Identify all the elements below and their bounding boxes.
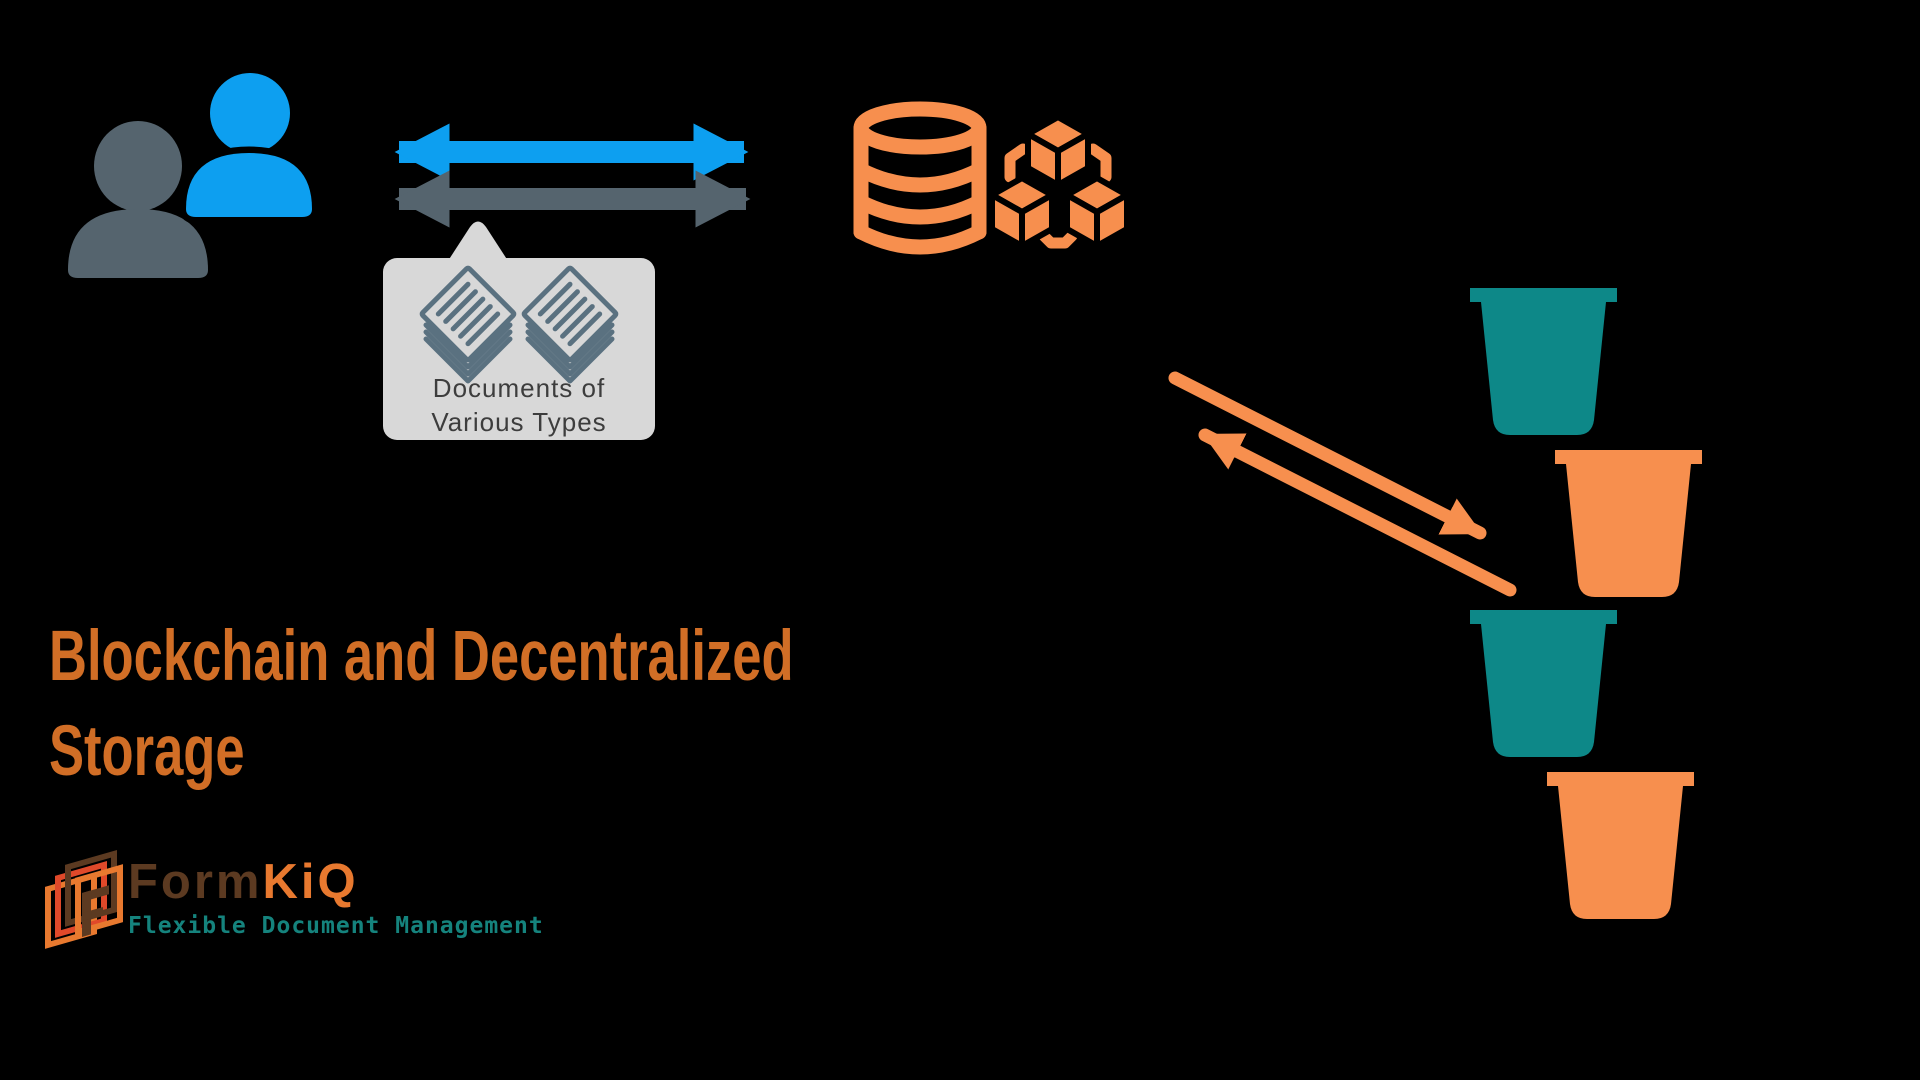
title-line-1: Blockchain and Decentralized	[49, 617, 794, 696]
callout-bubble	[383, 221, 655, 440]
brand-name-accent: KiQ	[262, 855, 359, 909]
callout-label: Documents of Various Types	[383, 371, 655, 439]
storage-bucket-orange-1	[1555, 450, 1702, 597]
user-gray-icon	[68, 121, 208, 278]
logo-letter-f	[82, 885, 109, 937]
title-line-2: Storage	[49, 712, 245, 791]
brand-tagline: Flexible Document Management	[128, 913, 544, 939]
storage-bucket-orange-2	[1547, 772, 1694, 919]
formkiq-logo-icon	[45, 849, 123, 949]
brand-name-primary: Form	[128, 855, 263, 909]
transfer-arrow-from-storage	[1198, 428, 1517, 597]
users-icon	[68, 66, 319, 278]
database-icon	[853, 101, 987, 255]
page-title: Blockchain and Decentralized Storage	[49, 609, 1055, 799]
storage-bucket-teal-1	[1470, 288, 1617, 435]
blockchain-cubes-icon	[989, 114, 1130, 249]
callout-line-2: Various Types	[431, 407, 607, 437]
callout-line-1: Documents of	[432, 373, 606, 403]
transfer-arrow-to-storage	[1168, 371, 1487, 540]
formkiq-wordmark: FormKiQ	[128, 854, 359, 910]
user-blue-icon	[179, 66, 319, 224]
storage-bucket-teal-2	[1470, 610, 1617, 757]
